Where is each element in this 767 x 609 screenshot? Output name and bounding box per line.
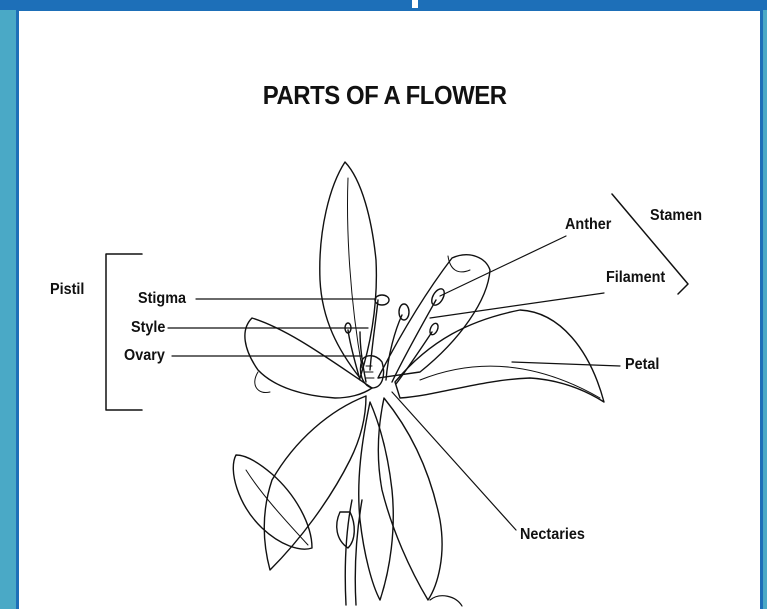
label-petal: Petal (625, 356, 659, 374)
nectaries-leader (392, 392, 516, 530)
label-filament: Filament (606, 269, 665, 287)
flower-stem (345, 500, 362, 605)
filament-leader (430, 293, 604, 318)
label-stamen: Stamen (650, 207, 702, 225)
label-style: Style (131, 319, 165, 337)
anther-shape (399, 304, 409, 320)
label-ovary: Ovary (124, 347, 165, 365)
petal-upper-right (378, 255, 490, 378)
petal-lower-middle (359, 402, 394, 600)
flower-bud (233, 455, 312, 549)
back-petal-top (320, 162, 377, 378)
petal-left (245, 318, 372, 398)
label-stigma: Stigma (138, 290, 186, 308)
petal-right (395, 310, 604, 402)
label-pistil: Pistil (50, 281, 84, 299)
label-nectaries: Nectaries (520, 526, 585, 544)
anther-leader (440, 236, 566, 296)
stigma-shape (375, 295, 389, 305)
label-anther: Anther (565, 216, 611, 234)
petal-leader (512, 362, 620, 366)
